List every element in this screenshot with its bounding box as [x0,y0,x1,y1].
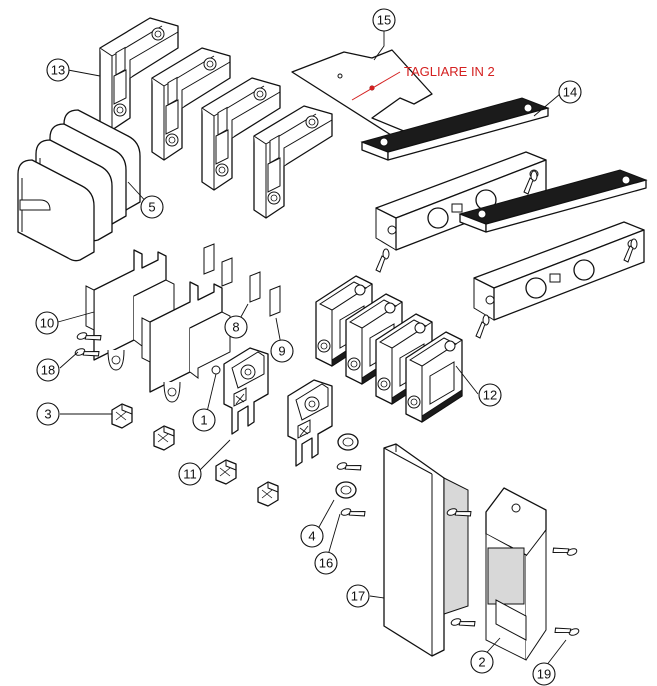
callout-3: 3 [36,402,60,426]
callout-5: 5 [140,195,164,219]
callout-14: 14 [558,80,582,104]
callout-19: 19 [532,662,556,686]
callout-2: 2 [470,650,494,674]
callout-13: 13 [46,58,70,82]
svg-text:4: 4 [308,529,315,544]
callout-17: 17 [346,584,370,608]
leader-lines [57,28,567,667]
svg-text:10: 10 [40,316,54,331]
svg-text:12: 12 [483,388,497,403]
screw [375,248,390,273]
svg-text:14: 14 [563,85,577,100]
callout-11: 11 [178,462,202,486]
stopper-hook [223,347,269,435]
callout-9: 9 [270,339,294,363]
screw [475,314,490,339]
svg-text:15: 15 [377,13,391,28]
svg-text:16: 16 [319,556,333,571]
end-stop-block [485,487,547,661]
cut-indicator-line [351,71,401,101]
corner-bracket [253,105,333,219]
bushing [335,433,359,499]
screw [553,620,581,642]
svg-text:5: 5 [148,200,155,215]
callout-16: 16 [314,551,338,575]
callout-15: 15 [372,8,396,32]
callout-4: 4 [300,524,324,548]
svg-text:3: 3 [44,407,51,422]
svg-text:11: 11 [183,467,197,482]
svg-text:2: 2 [478,655,485,670]
screw [449,612,477,634]
callout-8: 8 [224,315,248,339]
pin [211,365,221,375]
svg-text:18: 18 [41,363,55,378]
screw [551,540,579,562]
svg-text:17: 17 [351,589,365,604]
callout-1: 1 [192,408,216,432]
svg-text:1: 1 [200,413,207,428]
pad-notch [19,199,51,211]
guide-clip [153,425,175,451]
guide-clip [111,403,133,429]
guide-clip [257,481,279,507]
rail-carriage [473,221,645,321]
screw [335,456,363,478]
svg-text:13: 13 [51,63,65,78]
cut-instruction-note: TAGLIARE IN 2 [404,64,495,79]
callout-10: 10 [35,311,59,335]
guide-clip [215,459,237,485]
callout-18: 18 [36,358,60,382]
svg-text:8: 8 [232,320,239,335]
stopper-hook [287,379,333,467]
spacer-clip [203,243,281,317]
screw [339,502,367,524]
svg-text:9: 9 [278,344,285,359]
cut-indicator-dot [369,85,375,91]
svg-text:19: 19 [537,667,551,682]
callout-12: 12 [478,383,502,407]
